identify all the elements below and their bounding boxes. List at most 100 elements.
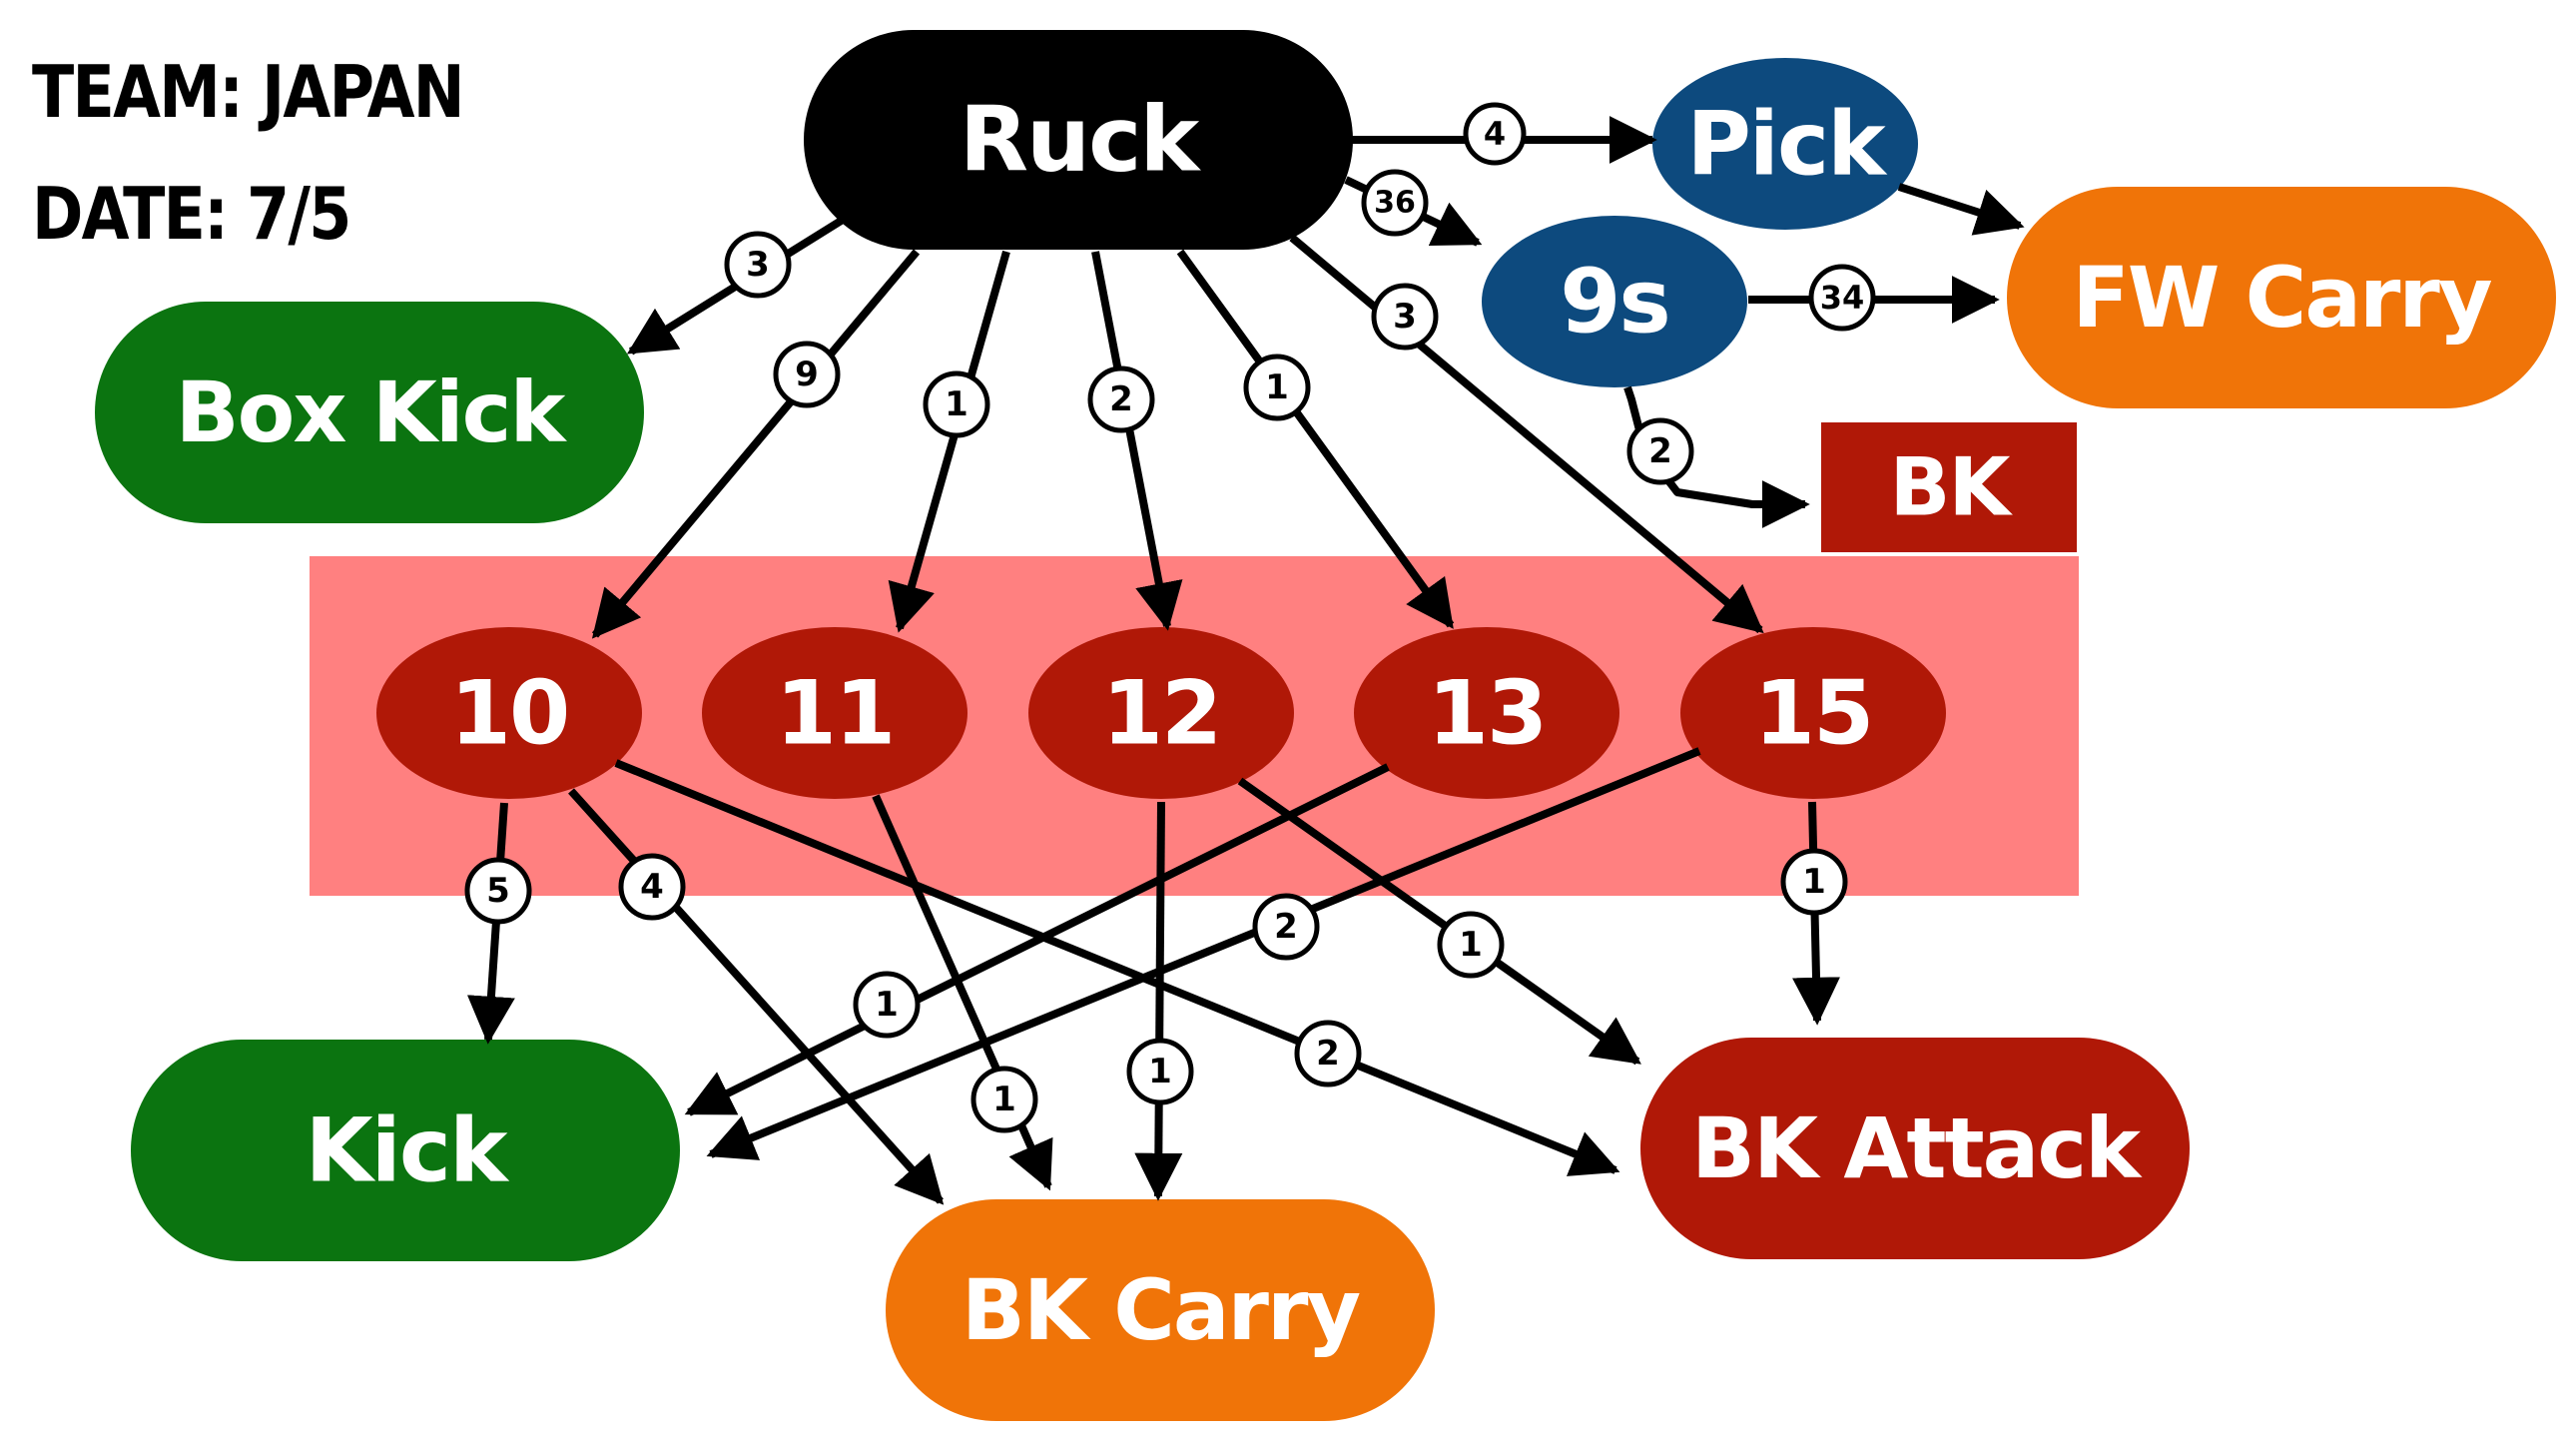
- count-badge-circle: [1126, 1038, 1194, 1105]
- edge-n15-to-kick: [706, 747, 1701, 1160]
- count-badge-label: 2: [1648, 431, 1672, 471]
- edge-ruck-to-boxkick-count-badge: 3: [724, 231, 792, 299]
- count-badge-label: 9: [795, 355, 819, 394]
- node-bkcarry-label: BK Carry: [962, 1261, 1361, 1359]
- node-boxkick-label: Box Kick: [176, 363, 568, 461]
- count-badge-label: 3: [1393, 297, 1417, 337]
- count-badge-circle: [1437, 911, 1505, 979]
- node-pick: Pick: [1652, 58, 1918, 230]
- edge-ruck-to-n15: [1289, 234, 1764, 634]
- edge-ruck-to-pick-count-badge: 4: [1463, 102, 1527, 166]
- edge-ruck-to-n11: [888, 250, 1010, 633]
- edge-n10-to-bkcarry-count-badge: 4: [618, 853, 686, 921]
- count-badge-label: 1: [992, 1080, 1016, 1119]
- node-fwcarry-label: FW Carry: [2072, 249, 2491, 347]
- count-badge-label: 4: [1484, 115, 1506, 153]
- node-n10-label: 10: [450, 662, 568, 765]
- node-pick-shape: [1652, 58, 1918, 230]
- count-badge-circle: [773, 341, 841, 408]
- count-badge-label: 36: [1374, 186, 1416, 221]
- edge-ruck-to-n13: [1176, 249, 1455, 629]
- count-badge-label: 34: [1820, 279, 1865, 317]
- node-n12: 12: [1028, 627, 1294, 799]
- node-n11: 11: [702, 627, 967, 799]
- node-kick: Kick: [131, 1040, 680, 1261]
- node-ruck-shape: [804, 30, 1353, 250]
- count-badge-label: 3: [746, 245, 770, 285]
- edge-n15-to-kick-count-badge: 2: [1252, 893, 1320, 961]
- edge-ruck-to-n11-count-badge: 1: [923, 370, 990, 438]
- team-label: TEAM: JAPAN: [32, 50, 465, 134]
- count-badge-circle: [1294, 1020, 1362, 1087]
- node-bkcarry-shape: [886, 1199, 1435, 1421]
- node-bk: BK: [1821, 422, 2077, 552]
- node-boxkick-shape: [95, 302, 644, 523]
- edge-n13-to-kick: [684, 763, 1390, 1116]
- edge-ruck-to-n10-count-badge: 9: [773, 341, 841, 408]
- count-badge-circle: [1780, 848, 1848, 916]
- node-n13-shape: [1354, 627, 1619, 799]
- edge-n12-to-bkcarry-count-badge: 1: [1126, 1038, 1194, 1105]
- count-badge-circle: [1808, 264, 1876, 332]
- node-bk-shape: [1821, 422, 2077, 552]
- edge-n13-to-kick-count-badge: 1: [853, 971, 921, 1039]
- node-bkattack-label: BK Attack: [1691, 1099, 2143, 1197]
- node-bkattack-shape: [1640, 1038, 2190, 1259]
- node-pick-label: Pick: [1686, 93, 1888, 196]
- node-ruck: Ruck: [804, 30, 1353, 250]
- node-nines: 9s: [1482, 216, 1747, 387]
- count-badge-label: 1: [1265, 367, 1289, 407]
- edge-n10-to-kick-count-badge: 5: [464, 857, 532, 925]
- count-badge-circle: [1361, 169, 1429, 237]
- edge-ruck-to-n12-count-badge: 2: [1087, 365, 1155, 433]
- edge-ruck-to-n10: [591, 249, 921, 639]
- node-n15-shape: [1680, 627, 1946, 799]
- count-badge-circle: [1626, 417, 1694, 485]
- edge-n10-to-bkattack-count-badge: 2: [1294, 1020, 1362, 1087]
- edge-n10-to-bkcarry: [568, 788, 945, 1205]
- count-badge-circle: [1243, 354, 1311, 421]
- count-badge-label: 5: [486, 871, 510, 911]
- count-badge-circle: [1371, 283, 1439, 351]
- edge-n12-to-bkcarry: [1134, 801, 1183, 1201]
- node-nines-shape: [1482, 216, 1747, 387]
- count-badge-label: 2: [1109, 379, 1133, 419]
- node-fwcarry-shape: [2007, 187, 2556, 408]
- edge-n11-to-bkcarry-count-badge: 1: [970, 1066, 1038, 1133]
- node-bkattack: BK Attack: [1640, 1038, 2190, 1259]
- edge-nines-to-fwcarry-count-badge: 34: [1808, 264, 1876, 332]
- edge-n12-to-bkattack-count-badge: 1: [1437, 911, 1505, 979]
- count-badge-circle: [724, 231, 792, 299]
- edge-nines-to-bk-count-badge: 2: [1626, 417, 1694, 485]
- count-badge-label: 1: [1459, 925, 1483, 965]
- count-badge-label: 1: [875, 985, 899, 1025]
- node-n12-label: 12: [1102, 662, 1220, 765]
- node-n11-label: 11: [776, 662, 894, 765]
- edge-ruck-to-nines-count-badge: 36: [1361, 169, 1429, 237]
- node-kick-shape: [131, 1040, 680, 1261]
- node-n12-shape: [1028, 627, 1294, 799]
- node-n15-label: 15: [1754, 662, 1872, 765]
- count-badge-circle: [1252, 893, 1320, 961]
- edge-ruck-to-n15-count-badge: 3: [1371, 283, 1439, 351]
- count-badge-circle: [853, 971, 921, 1039]
- node-bkcarry: BK Carry: [886, 1199, 1435, 1421]
- edge-n12-to-bkattack: [1237, 777, 1641, 1066]
- edge-ruck-to-n13-count-badge: 1: [1243, 354, 1311, 421]
- node-boxkick: Box Kick: [95, 302, 644, 523]
- count-badge-circle: [970, 1066, 1038, 1133]
- node-nines-label: 9s: [1560, 251, 1669, 354]
- date-label: DATE: 7/5: [32, 172, 351, 256]
- edge-n15-to-bkattack-count-badge: 1: [1780, 848, 1848, 916]
- node-bk-label: BK: [1890, 441, 2014, 534]
- node-kick-label: Kick: [305, 1099, 510, 1202]
- node-fwcarry: FW Carry: [2007, 187, 2556, 408]
- count-badge-label: 2: [1274, 907, 1298, 947]
- count-badge-circle: [464, 857, 532, 925]
- count-badge-label: 1: [1148, 1052, 1172, 1091]
- count-badge-circle: [1463, 102, 1527, 166]
- node-n10: 10: [376, 627, 642, 799]
- edge-n10-to-bkattack: [614, 759, 1620, 1176]
